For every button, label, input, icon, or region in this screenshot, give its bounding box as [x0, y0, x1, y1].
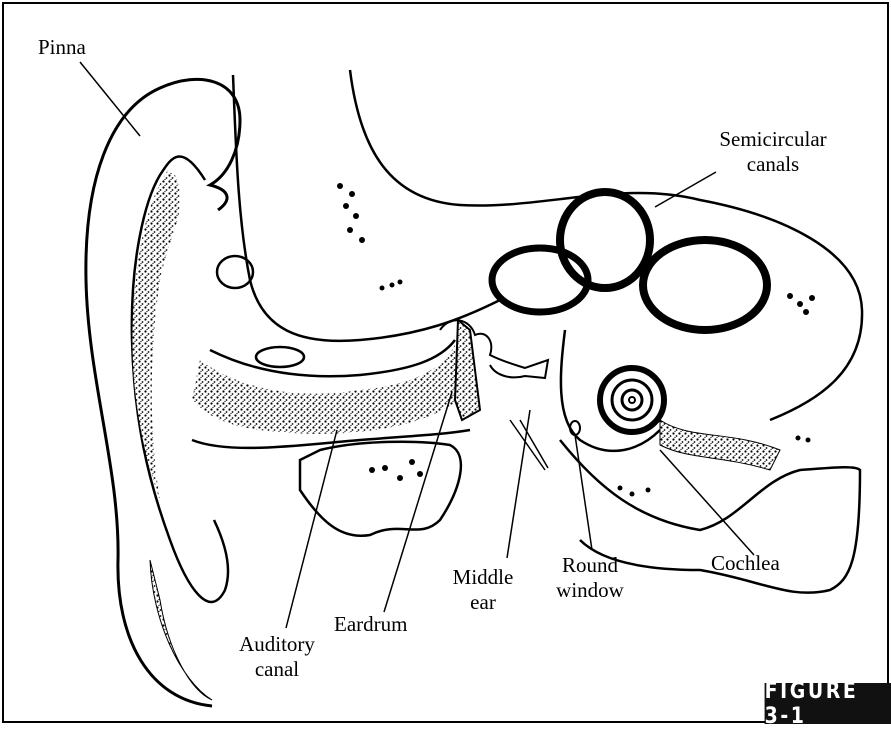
label-pinna: Pinna [38, 35, 86, 60]
label-auditory-canal: Auditory canal [222, 632, 332, 682]
label-round-window-line2: window [540, 578, 640, 603]
semicircular-canal-left [492, 248, 588, 312]
semicircular-canal-top [560, 192, 650, 288]
canal-cavity-shape [256, 347, 304, 367]
pinna-shading-lower [150, 560, 212, 700]
label-semicircular-line2: canals [703, 152, 843, 177]
label-middle-ear: Middle ear [438, 565, 528, 615]
cochlea-spiral [600, 368, 664, 432]
leader-lines [80, 62, 754, 628]
middle-ear-lines [510, 420, 548, 470]
head-outline [233, 75, 500, 341]
label-semicircular-line1: Semicircular [703, 127, 843, 152]
label-auditory-line2: canal [222, 657, 332, 682]
semicircular-canal-right [643, 240, 767, 330]
label-cochlea: Cochlea [711, 551, 780, 576]
figure-number-badge: FIGURE 3-1 [765, 683, 891, 724]
label-round-window-line1: Round [540, 553, 640, 578]
temporal-outline [350, 70, 862, 420]
vestibule [561, 330, 660, 451]
label-semicircular-canals: Semicircular canals [703, 127, 843, 177]
pinna-shading [132, 170, 180, 500]
lower-bone-block [300, 442, 461, 536]
cochlea-shading [660, 420, 780, 470]
label-middle-ear-line2: ear [438, 590, 528, 615]
auditory-canal-upper [210, 340, 455, 376]
label-middle-ear-line1: Middle [438, 565, 528, 590]
label-auditory-line1: Auditory [222, 632, 332, 657]
label-eardrum: Eardrum [334, 612, 407, 637]
label-round-window: Round window [540, 553, 640, 603]
